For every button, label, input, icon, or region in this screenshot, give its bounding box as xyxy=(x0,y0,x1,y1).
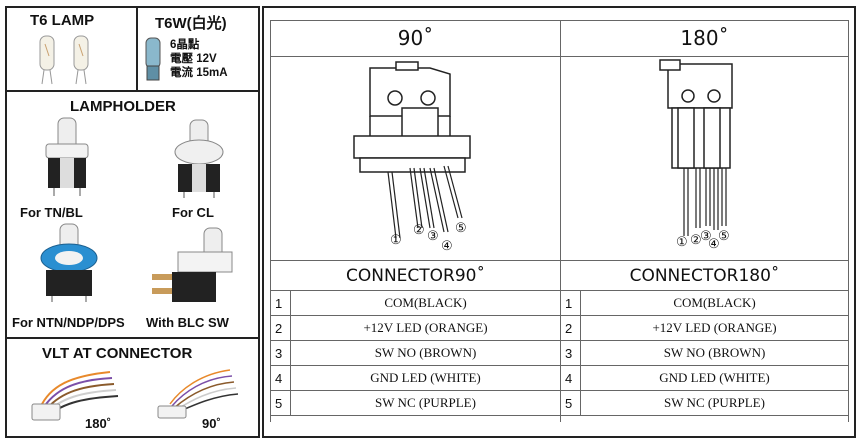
pin-marker-90-3: ③ xyxy=(427,228,439,243)
pin-description: GND LED (WHITE) xyxy=(580,365,849,391)
t6-lamp-bulbs-image xyxy=(39,35,89,85)
divider xyxy=(848,20,849,422)
pin-number: 5 xyxy=(560,390,581,416)
t6w-spec-3: 電流 15mA xyxy=(170,67,228,79)
lampholder-tn-bl-image xyxy=(45,117,89,196)
lampholder-cl-image xyxy=(174,119,224,198)
vlt-connector-90-image xyxy=(157,369,239,419)
pin-number: 4 xyxy=(270,365,291,391)
lampholder-ntn-image xyxy=(40,223,98,302)
pin-number: 3 xyxy=(560,340,581,366)
t6w-lamp-image xyxy=(145,37,161,81)
pin-description: GND LED (WHITE) xyxy=(290,365,561,391)
pin-description: SW NC (PURPLE) xyxy=(290,390,561,416)
divider xyxy=(136,6,138,92)
pin-description: COM(BLACK) xyxy=(580,290,849,316)
pin-number: 5 xyxy=(270,390,291,416)
divider xyxy=(270,20,271,422)
pin-marker-180-1: ① xyxy=(676,234,688,249)
lampholder-label-cl: For CL xyxy=(172,205,214,220)
pin-description: SW NC (PURPLE) xyxy=(580,390,849,416)
divider xyxy=(560,20,561,422)
pin-number: 2 xyxy=(560,315,581,341)
angle-header-180: 180˚ xyxy=(680,26,729,50)
vlt-title: VLT AT CONNECTOR xyxy=(42,345,193,362)
pin-number: 3 xyxy=(270,340,291,366)
t6w-spec-2: 電壓 12V xyxy=(170,53,217,65)
pin-marker-180-5: ⑤ xyxy=(718,228,730,243)
pin-number: 1 xyxy=(560,290,581,316)
t6w-title: T6W(白光) xyxy=(155,15,227,32)
pin-marker-90-5: ⑤ xyxy=(455,220,467,235)
connector-90-title: CONNECTOR90˚ xyxy=(345,266,485,286)
connector-180-diagram xyxy=(659,59,733,236)
pin-marker-180-3: ③ xyxy=(700,228,712,243)
left-panel xyxy=(5,6,260,438)
vlt-label-90: 90˚ xyxy=(202,416,221,431)
divider xyxy=(270,20,848,21)
pin-number: 4 xyxy=(560,365,581,391)
table-row: 2+12V LED (ORANGE) xyxy=(560,315,849,341)
pin-number: 1 xyxy=(270,290,291,316)
lampholder-label-tn-bl: For TN/BL xyxy=(20,205,83,220)
t6-lamp-title: T6 LAMP xyxy=(30,12,95,29)
vlt-connector-180-image xyxy=(31,371,119,421)
connector-180-title: CONNECTOR180˚ xyxy=(629,266,780,286)
divider xyxy=(5,90,260,92)
pin-marker-90-1: ① xyxy=(390,232,402,247)
divider xyxy=(5,337,260,339)
lampholder-blc-sw-image xyxy=(152,227,233,302)
pin-description: COM(BLACK) xyxy=(290,290,561,316)
angle-header-90: 90˚ xyxy=(397,26,434,50)
pin-description: +12V LED (ORANGE) xyxy=(580,315,849,341)
table-row: 2+12V LED (ORANGE) xyxy=(270,315,561,341)
divider xyxy=(270,260,848,261)
pin-description: SW NO (BROWN) xyxy=(580,340,849,366)
lampholder-label-ntn: For NTN/NDP/DPS xyxy=(12,315,125,330)
vlt-label-180: 180˚ xyxy=(85,416,112,431)
t6w-spec-1: 6晶點 xyxy=(170,39,200,51)
divider xyxy=(270,56,848,57)
lampholder-label-blc-sw: With BLC SW xyxy=(146,315,229,330)
connector-90-diagram xyxy=(353,61,471,239)
pin-description: SW NO (BROWN) xyxy=(290,340,561,366)
lampholder-title: LAMPHOLDER xyxy=(70,98,176,115)
pin-marker-90-2: ② xyxy=(413,222,425,237)
pin-marker-180-4: ④ xyxy=(708,236,720,251)
pin-description: +12V LED (ORANGE) xyxy=(290,315,561,341)
pin-marker-90-4: ④ xyxy=(441,238,453,253)
pin-marker-180-2: ② xyxy=(690,232,702,247)
pin-number: 2 xyxy=(270,315,291,341)
